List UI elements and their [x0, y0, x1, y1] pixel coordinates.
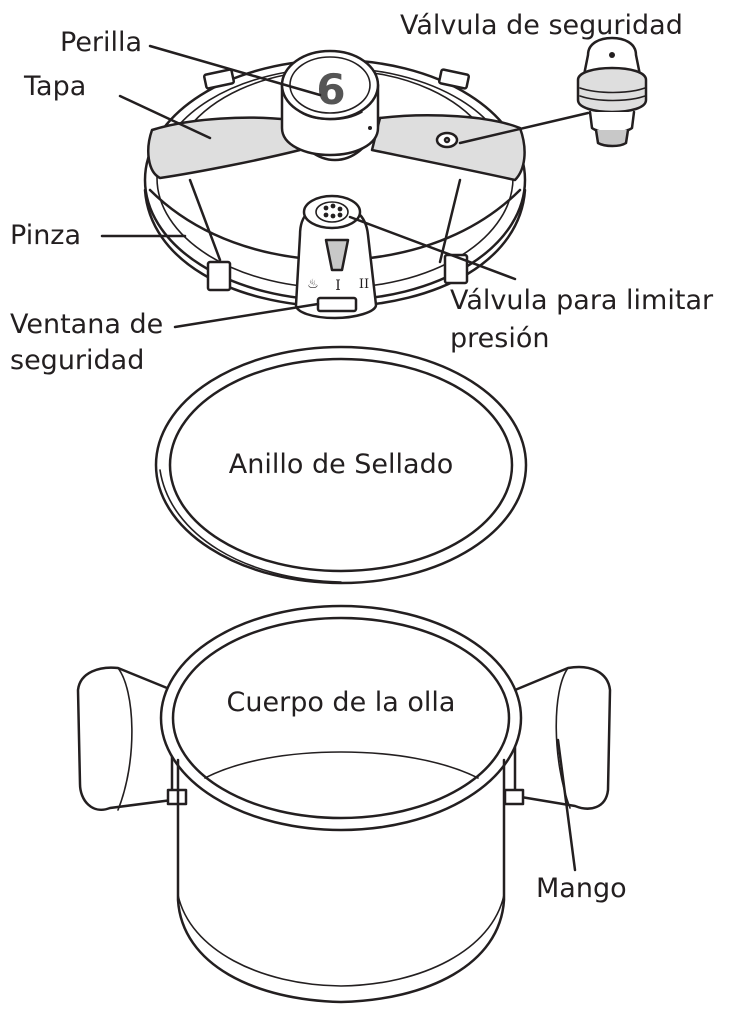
- label-limitar-line2: presión: [450, 323, 550, 354]
- label-ventana-line1: Ventana de: [10, 309, 164, 340]
- label-perilla: Perilla: [60, 27, 143, 58]
- pressure-limit-valve: ♨ I II: [294, 194, 378, 320]
- pot-body: [76, 604, 612, 1004]
- label-cuerpo: Cuerpo de la olla: [226, 687, 456, 718]
- label-limitar-line1: Válvula para limitar: [450, 285, 714, 316]
- label-mango: Mango: [536, 873, 627, 904]
- valve-pos-2: II: [359, 277, 369, 292]
- label-ventana-line2: seguridad: [10, 345, 145, 376]
- leader-lines: [100, 44, 590, 872]
- label-anillo: Anillo de Sellado: [228, 449, 454, 480]
- label-valvula-seguridad: Válvula de seguridad: [400, 10, 683, 41]
- label-tapa: Tapa: [24, 71, 87, 102]
- lid: [143, 58, 527, 309]
- knob-symbol: 6: [316, 65, 345, 114]
- sealing-ring: [154, 345, 528, 585]
- valve-pos-steam: ♨: [307, 277, 319, 292]
- safety-valve-part: [576, 36, 648, 148]
- knob: 6: [280, 49, 380, 157]
- valve-pos-1: I: [335, 278, 341, 294]
- label-pinza: Pinza: [10, 220, 82, 251]
